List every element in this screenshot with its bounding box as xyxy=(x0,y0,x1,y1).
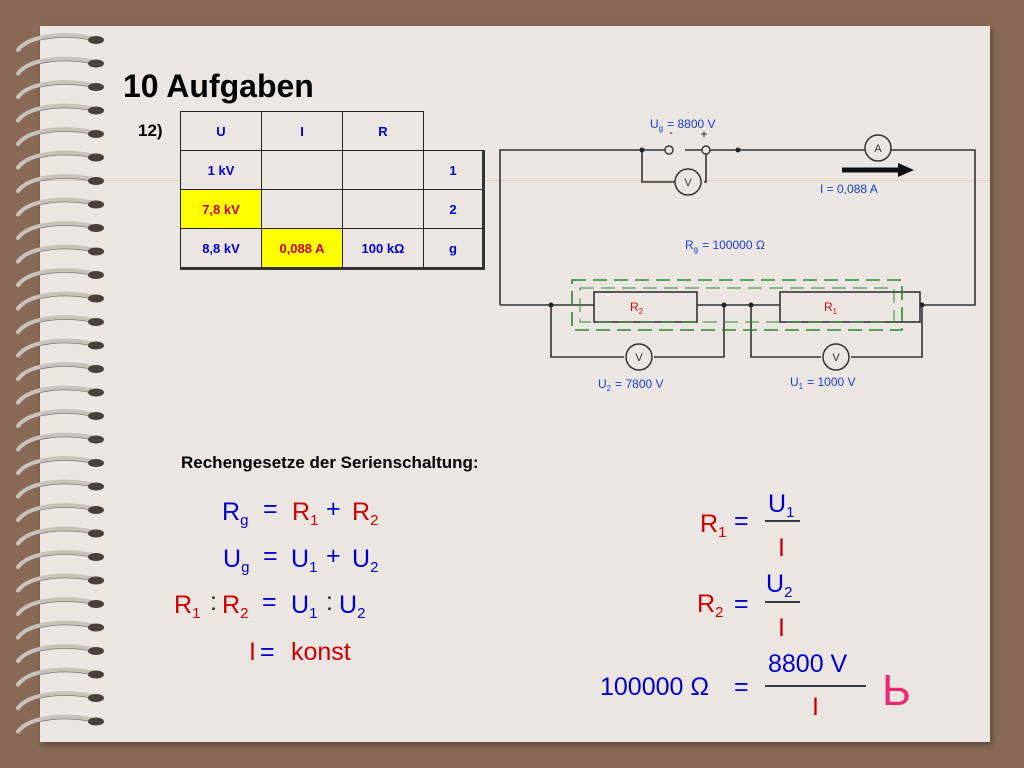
current-arrow-head xyxy=(898,163,914,177)
resistor-r2 xyxy=(593,291,698,323)
column-header-i: I xyxy=(261,111,343,151)
spiral-ring xyxy=(16,291,104,311)
spiral-ring xyxy=(16,338,104,358)
cell-index: 1 xyxy=(423,150,485,190)
spiral-ring xyxy=(16,56,104,76)
label-rg: Rg= 100000 Ω xyxy=(685,238,765,254)
spiral-ring xyxy=(16,268,104,288)
table-row: 7,8 kV 2 xyxy=(180,189,485,229)
junction-dot xyxy=(748,302,754,308)
wire-u1-voltmeter-left xyxy=(750,305,821,358)
spiral-ring xyxy=(16,385,104,405)
rules-heading: Rechengesetze der Serienschaltung: xyxy=(181,453,479,472)
cell-u: 1 kV xyxy=(180,150,262,190)
cell-u: 7,8 kV xyxy=(180,189,262,229)
wire-left-top xyxy=(499,149,642,305)
table-header-spacer xyxy=(424,112,484,151)
wire-source-voltmeter-right xyxy=(704,150,707,183)
wire-u2-voltmeter-left xyxy=(550,305,624,358)
spiral-ring xyxy=(16,244,104,264)
label-r1: R1 xyxy=(824,300,838,316)
voltmeter-u1-symbol: V xyxy=(832,352,840,364)
junction-dot xyxy=(548,302,554,308)
voltmeter-u2-symbol: V xyxy=(635,352,643,364)
table-row: 1 kV 1 xyxy=(180,150,485,190)
spiral-ring xyxy=(16,103,104,123)
cell-r xyxy=(342,150,424,190)
spiral-ring xyxy=(16,150,104,170)
task-number: 12) xyxy=(138,121,163,140)
spiral-ring xyxy=(16,667,104,687)
label-r2: R2 xyxy=(630,300,644,316)
spiral-ring xyxy=(16,432,104,452)
wire-right xyxy=(706,149,976,306)
spiral-ring xyxy=(16,80,104,100)
cell-r: 100 kΩ xyxy=(342,228,424,270)
cell-index: 2 xyxy=(423,189,485,229)
label-u2: U2= 7800 V xyxy=(598,377,664,393)
junction-dot xyxy=(639,147,645,153)
table-header-row: U I R xyxy=(180,111,484,151)
series-circuit-diagram: V A V V Ug= 8800 V I = 0,088 A Rg= 10000… xyxy=(499,117,976,393)
label-current: I = 0,088 A xyxy=(820,182,878,196)
ammeter-symbol: A xyxy=(874,143,882,155)
spiral-ring xyxy=(16,127,104,147)
spiral-ring xyxy=(16,644,104,664)
spiral-ring xyxy=(16,714,104,734)
cell-r xyxy=(342,189,424,229)
values-table: U I R 1 kV 1 7,8 kV 2 8,8 kV 0,088 A 100… xyxy=(180,111,485,270)
series-group-dashed-box xyxy=(571,279,903,331)
wire-u2-voltmeter-right xyxy=(654,305,725,358)
spiral-ring xyxy=(16,550,104,570)
label-u1: U1= 1000 V xyxy=(790,375,856,391)
junction-dot xyxy=(919,302,925,308)
spiral-ring xyxy=(16,174,104,194)
voltmeter-u1 xyxy=(822,343,850,371)
terminal-minus xyxy=(664,145,674,155)
voltmeter-source-symbol: V xyxy=(684,177,692,189)
terminal-plus xyxy=(701,145,711,155)
junction-dot xyxy=(735,147,741,153)
wire-source-voltmeter-left xyxy=(641,150,676,183)
spiral-ring xyxy=(16,526,104,546)
column-header-r: R xyxy=(342,111,424,151)
label-ug: Ug= 8800 V xyxy=(650,117,716,133)
voltmeter-source xyxy=(674,168,702,196)
cell-i xyxy=(261,189,343,229)
spiral-ring xyxy=(16,456,104,476)
ammeter xyxy=(864,134,892,162)
resistor-r1 xyxy=(779,291,921,323)
spiral-ring xyxy=(16,197,104,217)
spiral-ring xyxy=(16,597,104,617)
spiral-ring xyxy=(16,503,104,523)
spiral-ring xyxy=(16,479,104,499)
spiral-ring xyxy=(16,315,104,335)
wire-u1-voltmeter-right xyxy=(851,305,923,358)
page-title: 10 Aufgaben xyxy=(123,68,314,104)
spiral-binding xyxy=(16,33,104,734)
label-minus: - xyxy=(669,127,673,139)
voltmeter-u2 xyxy=(625,343,653,371)
series-group-dashed-box-inner xyxy=(579,287,895,323)
cell-i: 0,088 A xyxy=(261,228,343,270)
spiral-ring xyxy=(16,362,104,382)
faint-ruled-line xyxy=(40,180,990,181)
label-plus: + xyxy=(700,127,707,141)
spiral-ring xyxy=(16,33,104,53)
junction-dot xyxy=(721,302,727,308)
cell-i xyxy=(261,150,343,190)
spiral-ring xyxy=(16,691,104,711)
cell-u: 8,8 kV xyxy=(180,228,262,270)
cell-index: g xyxy=(423,228,485,270)
spiral-ring xyxy=(16,409,104,429)
spiral-ring xyxy=(16,620,104,640)
column-header-u: U xyxy=(180,111,262,151)
spiral-ring xyxy=(16,221,104,241)
table-row: 8,8 kV 0,088 A 100 kΩ g xyxy=(180,228,485,270)
spiral-ring xyxy=(16,573,104,593)
